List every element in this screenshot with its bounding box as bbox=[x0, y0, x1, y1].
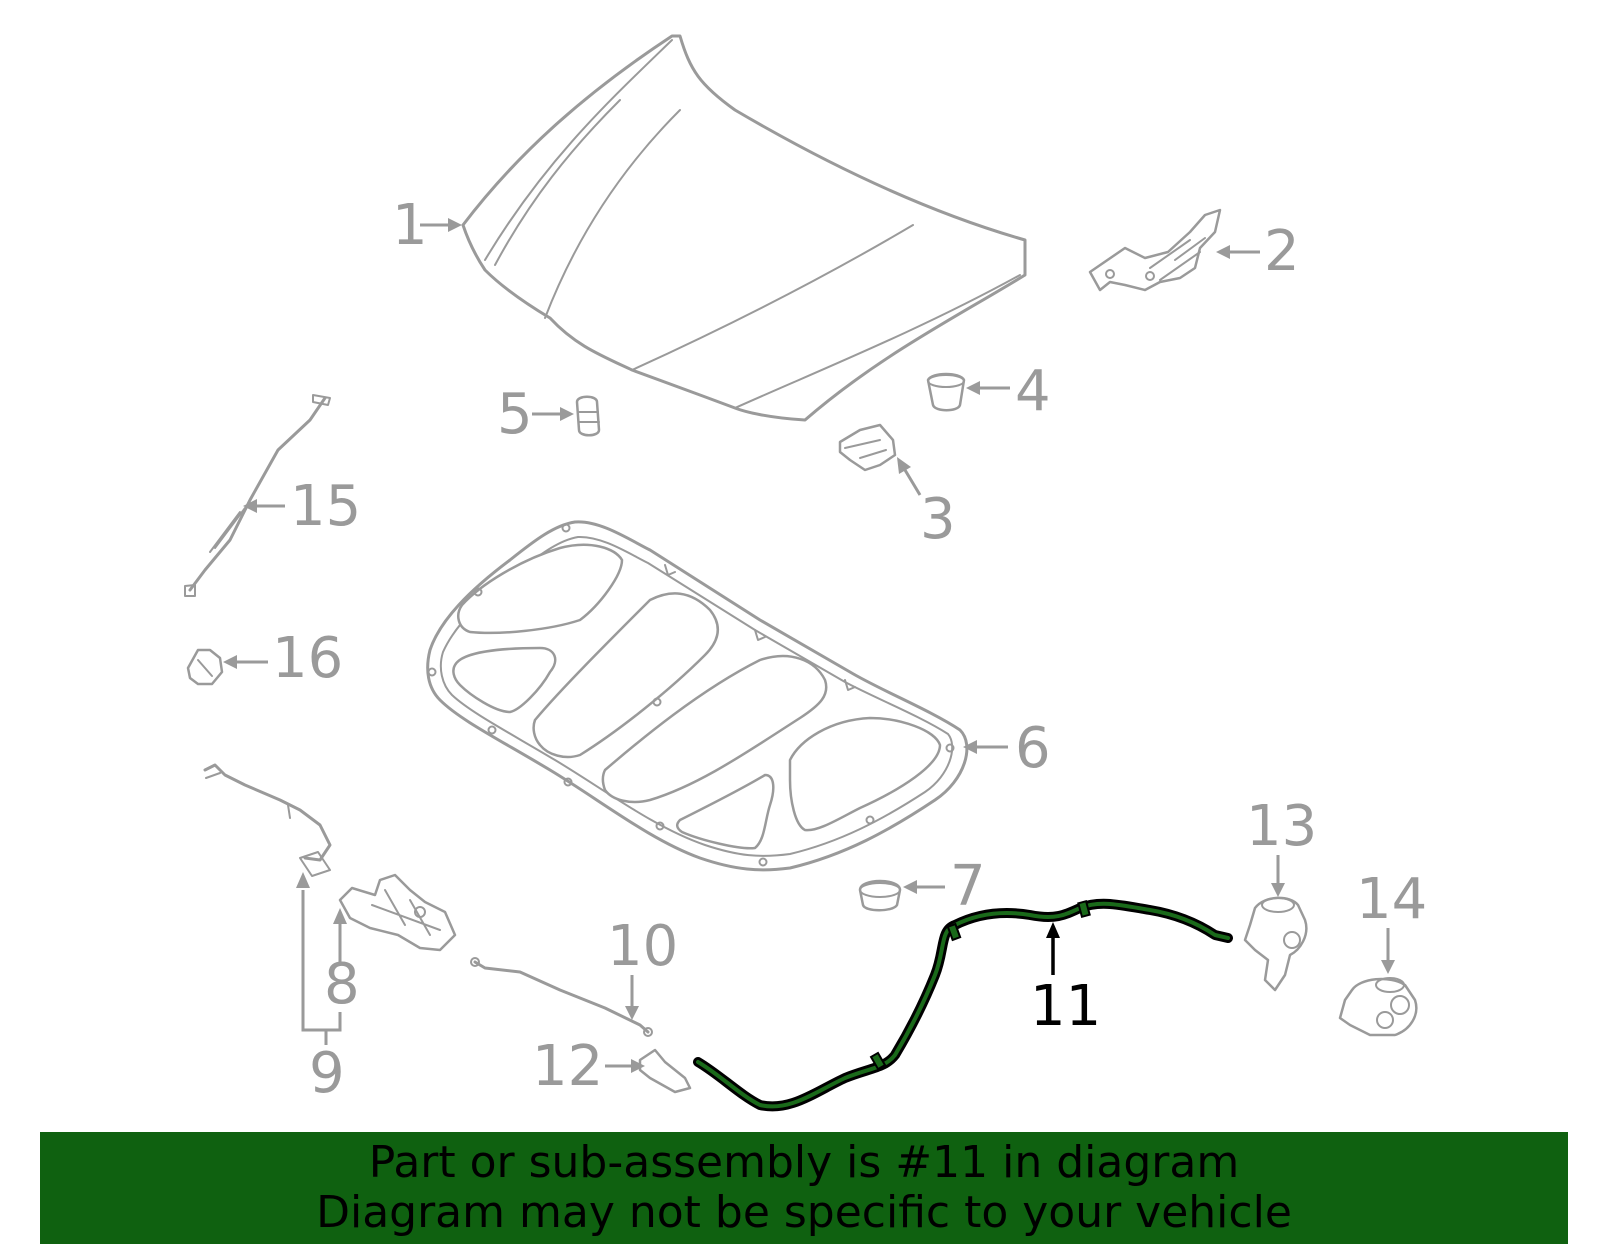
callout-12: 12 bbox=[532, 1034, 645, 1099]
banner-line-2: Diagram may not be specific to your vehi… bbox=[316, 1187, 1292, 1238]
callout-7: 7 bbox=[903, 854, 986, 919]
callout-label-13: 13 bbox=[1246, 794, 1317, 859]
callout-4: 4 bbox=[966, 359, 1051, 424]
callout-3: 3 bbox=[897, 457, 956, 552]
callout-16: 16 bbox=[223, 626, 343, 691]
part-1-hood[interactable] bbox=[461, 34, 1027, 422]
callout-8: 8 bbox=[324, 908, 360, 1017]
callout-label-14: 14 bbox=[1356, 867, 1427, 932]
callout-6: 6 bbox=[963, 716, 1051, 781]
callout-14: 14 bbox=[1356, 867, 1427, 974]
callout-9: 9 bbox=[296, 872, 345, 1106]
part-11-release-cable[interactable] bbox=[693, 898, 1233, 1112]
part-8-latch[interactable] bbox=[338, 873, 457, 952]
callout-10: 10 bbox=[607, 914, 678, 1020]
callout-11: 11 bbox=[1030, 922, 1101, 1039]
part-9-sensor[interactable] bbox=[203, 763, 332, 877]
callout-1: 1 bbox=[392, 193, 462, 258]
callout-label-9: 9 bbox=[309, 1041, 345, 1106]
callout-label-10: 10 bbox=[607, 914, 678, 979]
callout-15: 15 bbox=[243, 474, 361, 539]
part-10-rod[interactable] bbox=[470, 957, 653, 1037]
part-12-bracket[interactable] bbox=[638, 1048, 692, 1094]
part-6-insulator[interactable] bbox=[426, 520, 969, 872]
part-14-actuator[interactable] bbox=[1338, 977, 1418, 1037]
callout-label-11: 11 bbox=[1030, 974, 1101, 1039]
callout-label-5: 5 bbox=[497, 382, 533, 447]
callout-label-2: 2 bbox=[1264, 219, 1300, 284]
banner-line-1: Part or sub-assembly is #11 in diagram bbox=[368, 1137, 1240, 1188]
callout-2: 2 bbox=[1216, 219, 1300, 284]
part-2-hinge[interactable] bbox=[1088, 208, 1222, 292]
part-3-bracket[interactable] bbox=[838, 423, 897, 472]
part-16-clip[interactable] bbox=[186, 648, 224, 686]
callout-label-4: 4 bbox=[1015, 359, 1051, 424]
callout-label-7: 7 bbox=[950, 854, 986, 919]
callout-13: 13 bbox=[1246, 794, 1317, 897]
part-13-actuator[interactable] bbox=[1243, 896, 1308, 992]
callout-label-12: 12 bbox=[532, 1034, 603, 1099]
part-4-bumper[interactable] bbox=[926, 372, 966, 412]
notice-banner: Part or sub-assembly is #11 in diagram D… bbox=[40, 1132, 1568, 1244]
callout-label-15: 15 bbox=[290, 474, 361, 539]
callout-label-8: 8 bbox=[324, 952, 360, 1017]
part-15-gas-strut[interactable] bbox=[184, 394, 331, 597]
callout-5: 5 bbox=[497, 382, 574, 447]
part-7-grommet[interactable] bbox=[858, 879, 902, 912]
callout-label-6: 6 bbox=[1015, 716, 1051, 781]
part-5-stopper[interactable] bbox=[575, 395, 601, 437]
callout-label-3: 3 bbox=[920, 487, 956, 552]
callout-label-16: 16 bbox=[272, 626, 343, 691]
